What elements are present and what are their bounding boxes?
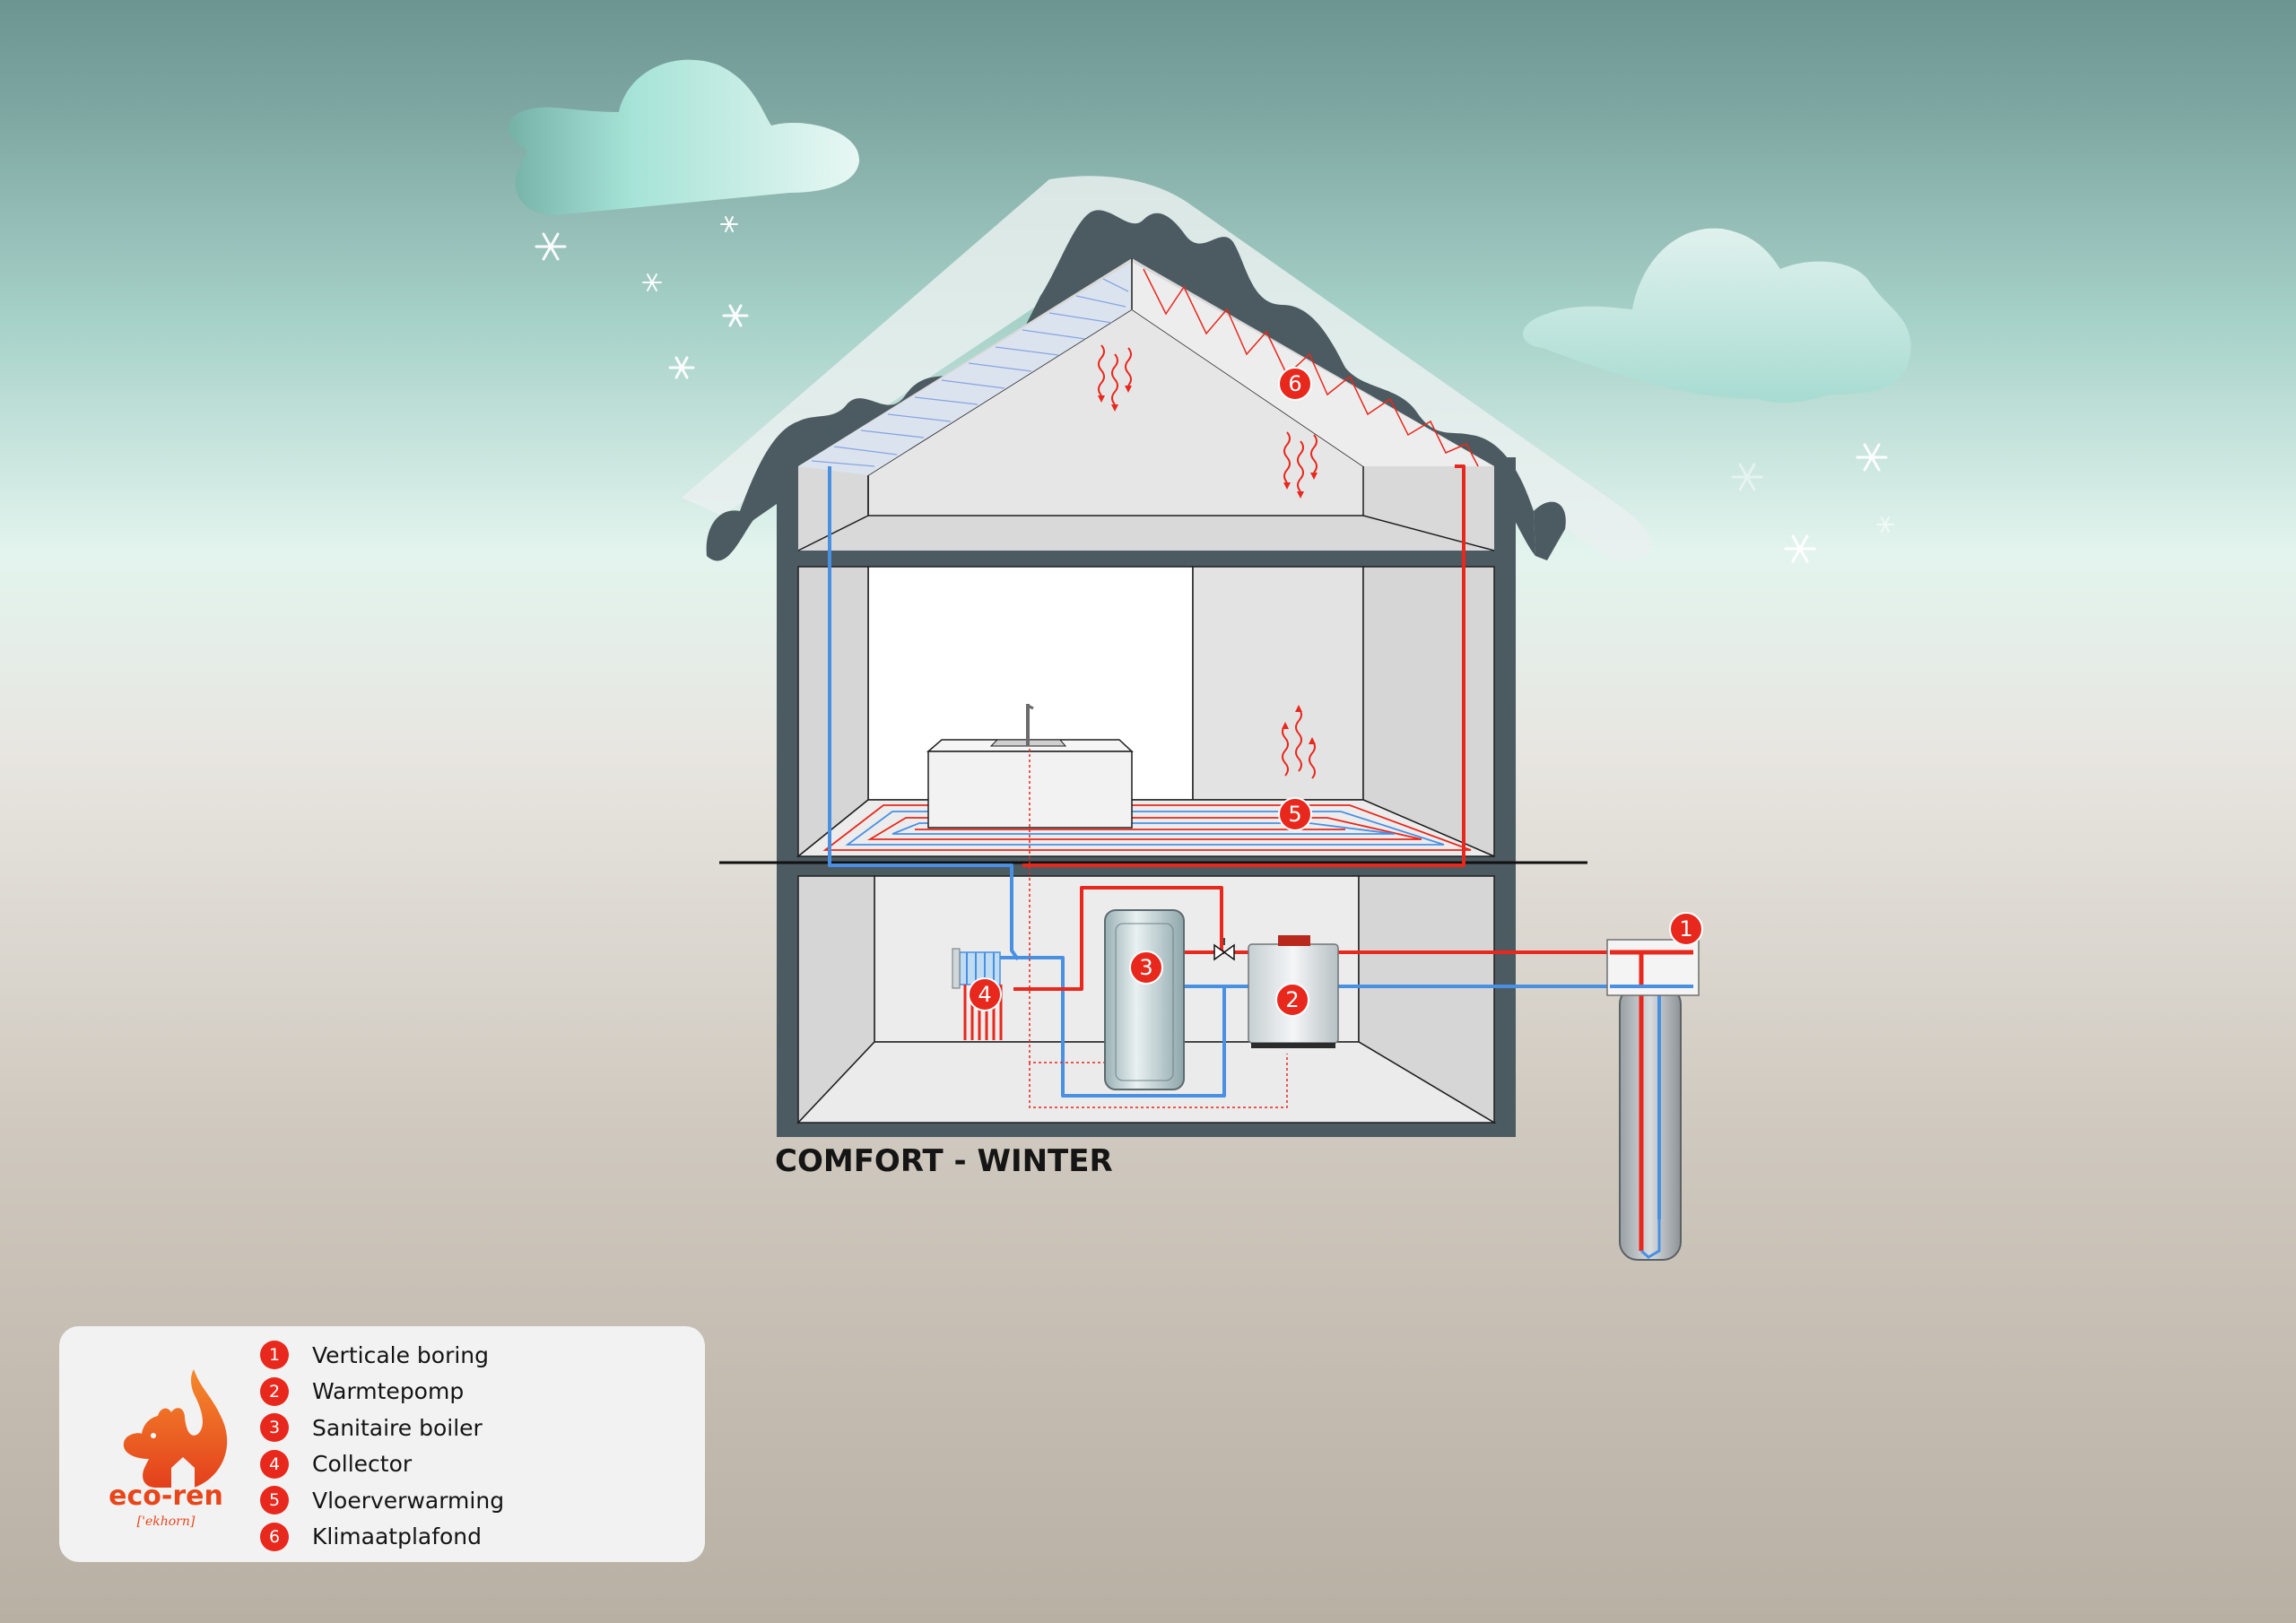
snowflakes bbox=[535, 216, 1894, 563]
legend-badge: 2 bbox=[260, 1376, 289, 1406]
cloud-right bbox=[1523, 228, 1911, 404]
legend-item-1: 1 Verticale boring bbox=[260, 1337, 504, 1374]
climate-ceiling-hot-pipe bbox=[1143, 268, 1479, 467]
legend-badge: 4 bbox=[260, 1449, 289, 1479]
legend-item-6: 6 Klimaatplafond bbox=[260, 1519, 504, 1556]
legend-label: Verticale boring bbox=[312, 1341, 490, 1368]
legend-label: Warmtepomp bbox=[312, 1378, 465, 1405]
mixing-valve bbox=[1213, 938, 1235, 961]
marker-2-label: 2 bbox=[1285, 987, 1299, 1012]
marker-6: 6 bbox=[1278, 367, 1312, 401]
legend-badge: 6 bbox=[260, 1522, 289, 1551]
legend-panel: eco-ren ['ekhorn] 1 Verticale boring 2 W… bbox=[59, 1326, 705, 1562]
brand-name: eco-ren bbox=[109, 1480, 223, 1512]
climate-ceiling-cold-lines bbox=[811, 278, 1129, 467]
vertical-borehole bbox=[1606, 939, 1700, 1261]
sanitary-boiler-tank bbox=[1104, 909, 1185, 1090]
heat-arrowheads-up bbox=[1282, 705, 1316, 744]
legend-badge: 3 bbox=[260, 1413, 289, 1443]
legend-badge: 1 bbox=[260, 1341, 289, 1370]
legend-label: Collector bbox=[312, 1451, 413, 1478]
legend-label: Klimaatplafond bbox=[312, 1523, 483, 1550]
legend-list: 1 Verticale boring 2 Warmtepomp 3 Sanita… bbox=[260, 1337, 504, 1555]
marker-4: 4 bbox=[968, 977, 1002, 1011]
heat-arrows-up bbox=[1282, 707, 1316, 779]
legend-item-3: 3 Sanitaire boiler bbox=[260, 1410, 504, 1446]
cloud-left bbox=[508, 59, 860, 215]
marker-6-label: 6 bbox=[1288, 371, 1301, 396]
living-room-back-wall bbox=[1192, 566, 1364, 801]
marker-5-label: 5 bbox=[1288, 802, 1301, 827]
attic-ceiling-left bbox=[798, 262, 1132, 475]
marker-4-label: 4 bbox=[978, 982, 991, 1007]
legend-badge: 5 bbox=[260, 1486, 289, 1515]
kitchen-island bbox=[926, 704, 1134, 829]
legend-item-5: 5 Vloerverwarming bbox=[260, 1482, 504, 1519]
marker-2: 2 bbox=[1275, 983, 1309, 1017]
marker-5: 5 bbox=[1278, 797, 1312, 831]
sanitary-dotted-lines bbox=[1029, 749, 1288, 1108]
marker-3: 3 bbox=[1129, 950, 1163, 985]
roof bbox=[706, 210, 1535, 561]
legend-item-4: 4 Collector bbox=[260, 1446, 504, 1483]
heat-arrows-down bbox=[1098, 344, 1318, 492]
underfloor-heating-pipes bbox=[822, 804, 1472, 851]
legend-label: Sanitaire boiler bbox=[312, 1414, 483, 1441]
brand-phonetic: ['ekhorn] bbox=[136, 1515, 196, 1529]
squirrel-logo bbox=[123, 1369, 228, 1488]
diagram-caption: COMFORT - WINTER bbox=[775, 1143, 1113, 1179]
marker-1-label: 1 bbox=[1679, 916, 1692, 942]
legend-item-2: 2 Warmtepomp bbox=[260, 1374, 504, 1410]
legend-label: Vloerverwarming bbox=[312, 1487, 505, 1514]
heat-arrowheads-down bbox=[1098, 386, 1318, 499]
roof-overhang-right bbox=[1534, 501, 1566, 560]
marker-1: 1 bbox=[1669, 912, 1703, 946]
attic-ceiling-right bbox=[1132, 262, 1494, 466]
marker-3-label: 3 bbox=[1139, 955, 1152, 980]
